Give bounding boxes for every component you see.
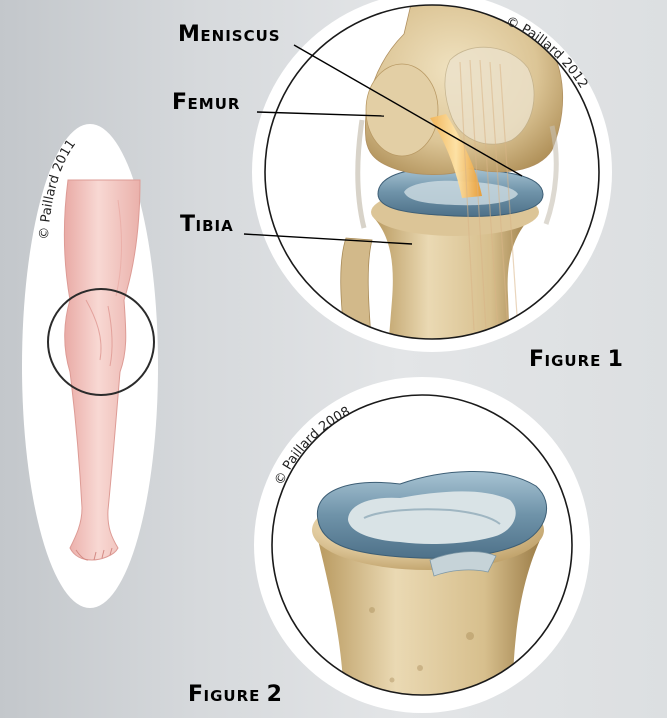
label-figure-1: FIGURE 1 — [529, 349, 623, 371]
label-meniscus: MENISCUS — [178, 24, 281, 46]
label-femur: FEMUR — [172, 92, 240, 114]
label-figure-2: FIGURE 2 — [188, 684, 282, 706]
label-tibia: TIBIA — [180, 214, 234, 236]
